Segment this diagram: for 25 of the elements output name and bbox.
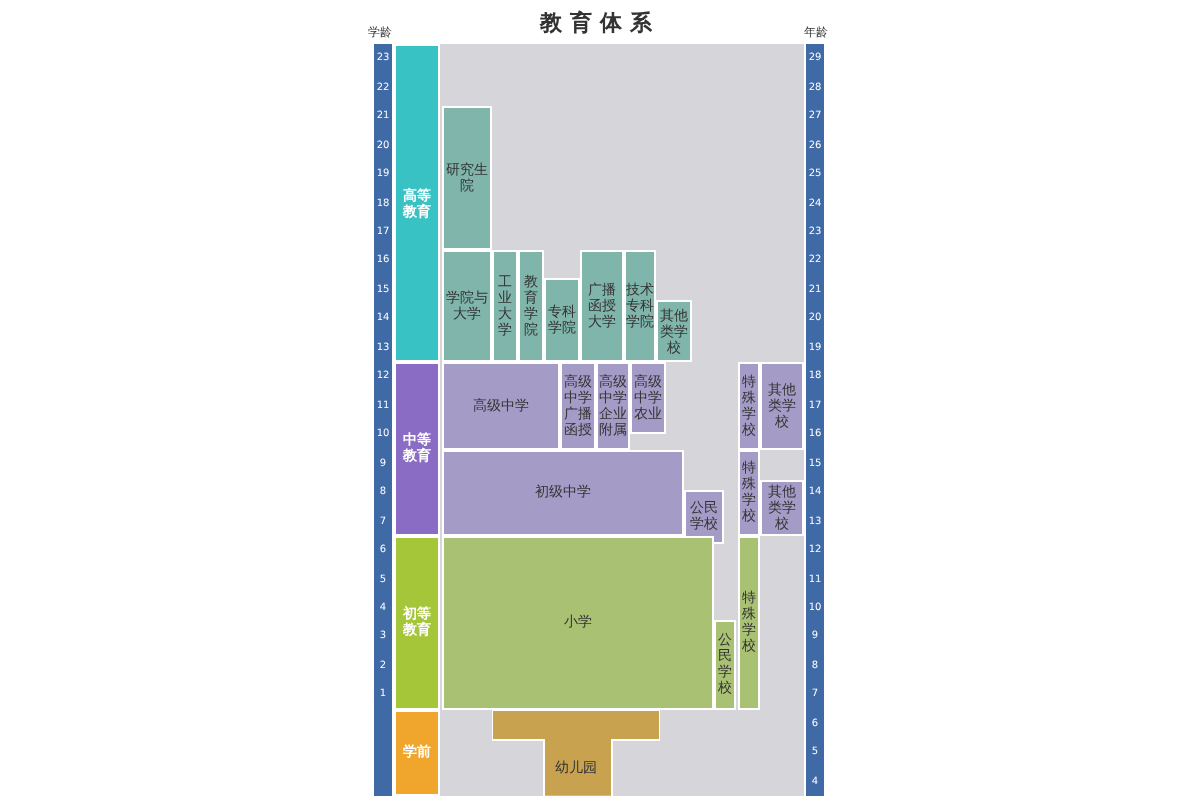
stage-band (394, 535, 440, 710)
stage-band (394, 44, 440, 363)
school-block (596, 362, 630, 450)
school-block (442, 250, 492, 363)
school-block (738, 362, 760, 450)
school-block (656, 300, 692, 363)
school-block (624, 250, 656, 363)
school-block (714, 620, 736, 710)
school-block (580, 250, 624, 363)
school-block (560, 362, 596, 450)
school-block (544, 278, 580, 363)
school-block (630, 362, 666, 434)
school-block (442, 535, 714, 710)
school-block (442, 362, 560, 450)
school-block (518, 250, 544, 363)
school-block (442, 106, 492, 250)
school-block (492, 250, 518, 363)
school-block (492, 709, 660, 796)
stage-band (394, 362, 440, 536)
school-block (442, 450, 684, 536)
school-block (738, 535, 760, 710)
school-block (738, 450, 760, 536)
school-block (760, 362, 804, 450)
diagram-title: 教育体系 (537, 8, 662, 38)
stage-band (394, 709, 440, 796)
